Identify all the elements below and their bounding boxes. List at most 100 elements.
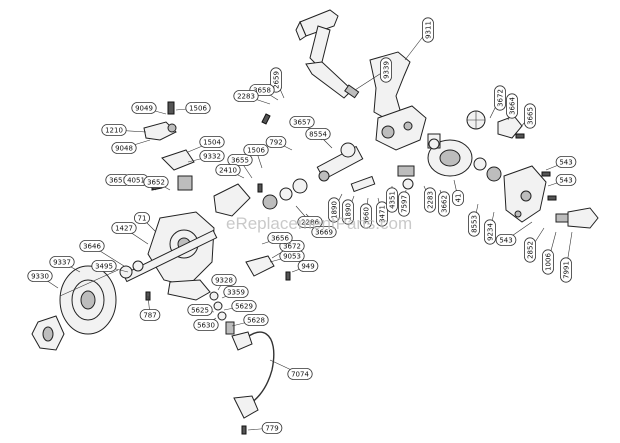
part-label-box [360,203,372,229]
part-label: 9330 [27,270,53,282]
spool [59,265,119,335]
part-number: 9311 [425,21,433,39]
part-label: 5625 [187,304,213,316]
part-label-box [215,164,241,176]
part-label-box [495,234,517,246]
part-number: 3495 [95,263,113,271]
part-number: 543 [499,237,512,245]
part-number: 3657 [293,119,311,127]
part-number: 3359 [227,289,245,297]
part-label-box [27,270,53,282]
part-label: 9328 [211,274,237,286]
part-label-box [243,314,269,326]
part-number: 1210 [105,127,123,135]
part-label: 3655 [227,154,253,166]
part-label: 71 [134,212,150,224]
part-label: 1504 [199,136,225,148]
part-label: 792 [265,136,287,148]
part-label-box [494,85,506,111]
part-label-box [560,257,572,283]
part-number: 1890 [345,203,353,221]
part-label: 5629 [231,300,257,312]
part-number: 3672 [497,89,505,107]
bail-wire-holder [213,183,251,217]
part-number: 1504 [203,139,221,147]
side-cap [555,207,599,229]
part-label: 3672 [494,85,506,111]
part-label: 7991 [560,257,572,283]
part-label-box [376,201,388,227]
part-label-box [386,187,398,213]
spool-washers [119,260,144,279]
part-label: 3665 [524,103,536,129]
part-label-box [311,226,337,238]
part-number: 792 [269,139,282,147]
part-label: 543 [495,234,517,246]
part-number: 7991 [563,261,571,279]
part-label-box [199,136,225,148]
part-number: 2659 [273,71,281,89]
part-number: 9053 [283,253,301,261]
part-label-box [231,300,257,312]
part-label: 1210 [101,124,127,136]
part-number: 8554 [309,131,327,139]
part-label-box [270,67,282,93]
part-number: 3672 [283,243,301,251]
part-number: 1006 [545,253,553,271]
part-number: 4051 [127,177,145,185]
part-label-box [506,93,518,119]
part-label: 3669 [311,226,337,238]
part-label-box [261,422,283,434]
part-number: 9332 [203,153,221,161]
part-label: 9311 [422,17,434,43]
part-label: 543 [555,174,577,186]
part-label-box [484,219,496,245]
part-label: 3657 [289,116,315,128]
part-number: 9330 [31,273,49,281]
part-label: 1506 [243,144,269,156]
part-label-box [134,212,150,224]
drive-gear [466,110,486,130]
part-label: 9048 [111,142,137,154]
part-number: 3669 [315,229,333,237]
part-number: 3652 [147,179,165,187]
handle-knob [295,9,339,41]
part-label-box [111,222,137,234]
part-label: 3646 [79,240,105,252]
part-number: 3646 [83,243,101,251]
part-number: 5628 [247,317,265,325]
part-number: 9049 [135,105,153,113]
part-label: 7597 [398,191,410,217]
part-label-box [380,57,392,83]
part-label: 3662 [438,191,450,217]
part-label: 2852 [524,237,536,263]
part-number: 3658 [253,87,271,95]
part-label-box [139,309,161,321]
part-label-box [187,304,213,316]
part-label-box [185,102,211,114]
part-label: 787 [139,309,161,321]
part-label: 1427 [111,222,137,234]
part-number: 5625 [191,307,209,315]
handle-arm [305,25,353,99]
part-label: 3656 [267,232,293,244]
part-label: 1890 [342,199,354,225]
part-label-box [79,240,105,252]
part-label-box [524,237,536,263]
part-label-box [193,319,219,331]
part-label-box [424,187,436,213]
part-number: 3660 [363,207,371,225]
part-number: 5629 [235,303,253,311]
part-label-box [555,174,577,186]
part-number: 71 [138,215,147,223]
part-number: 5630 [197,322,215,330]
part-label-box [342,199,354,225]
part-label: 3660 [360,203,372,229]
part-label-box [422,17,434,43]
part-label: 3359 [223,286,249,298]
part-number: 1506 [189,105,207,113]
part-label: 3471 [376,201,388,227]
part-number: 1506 [247,147,265,155]
